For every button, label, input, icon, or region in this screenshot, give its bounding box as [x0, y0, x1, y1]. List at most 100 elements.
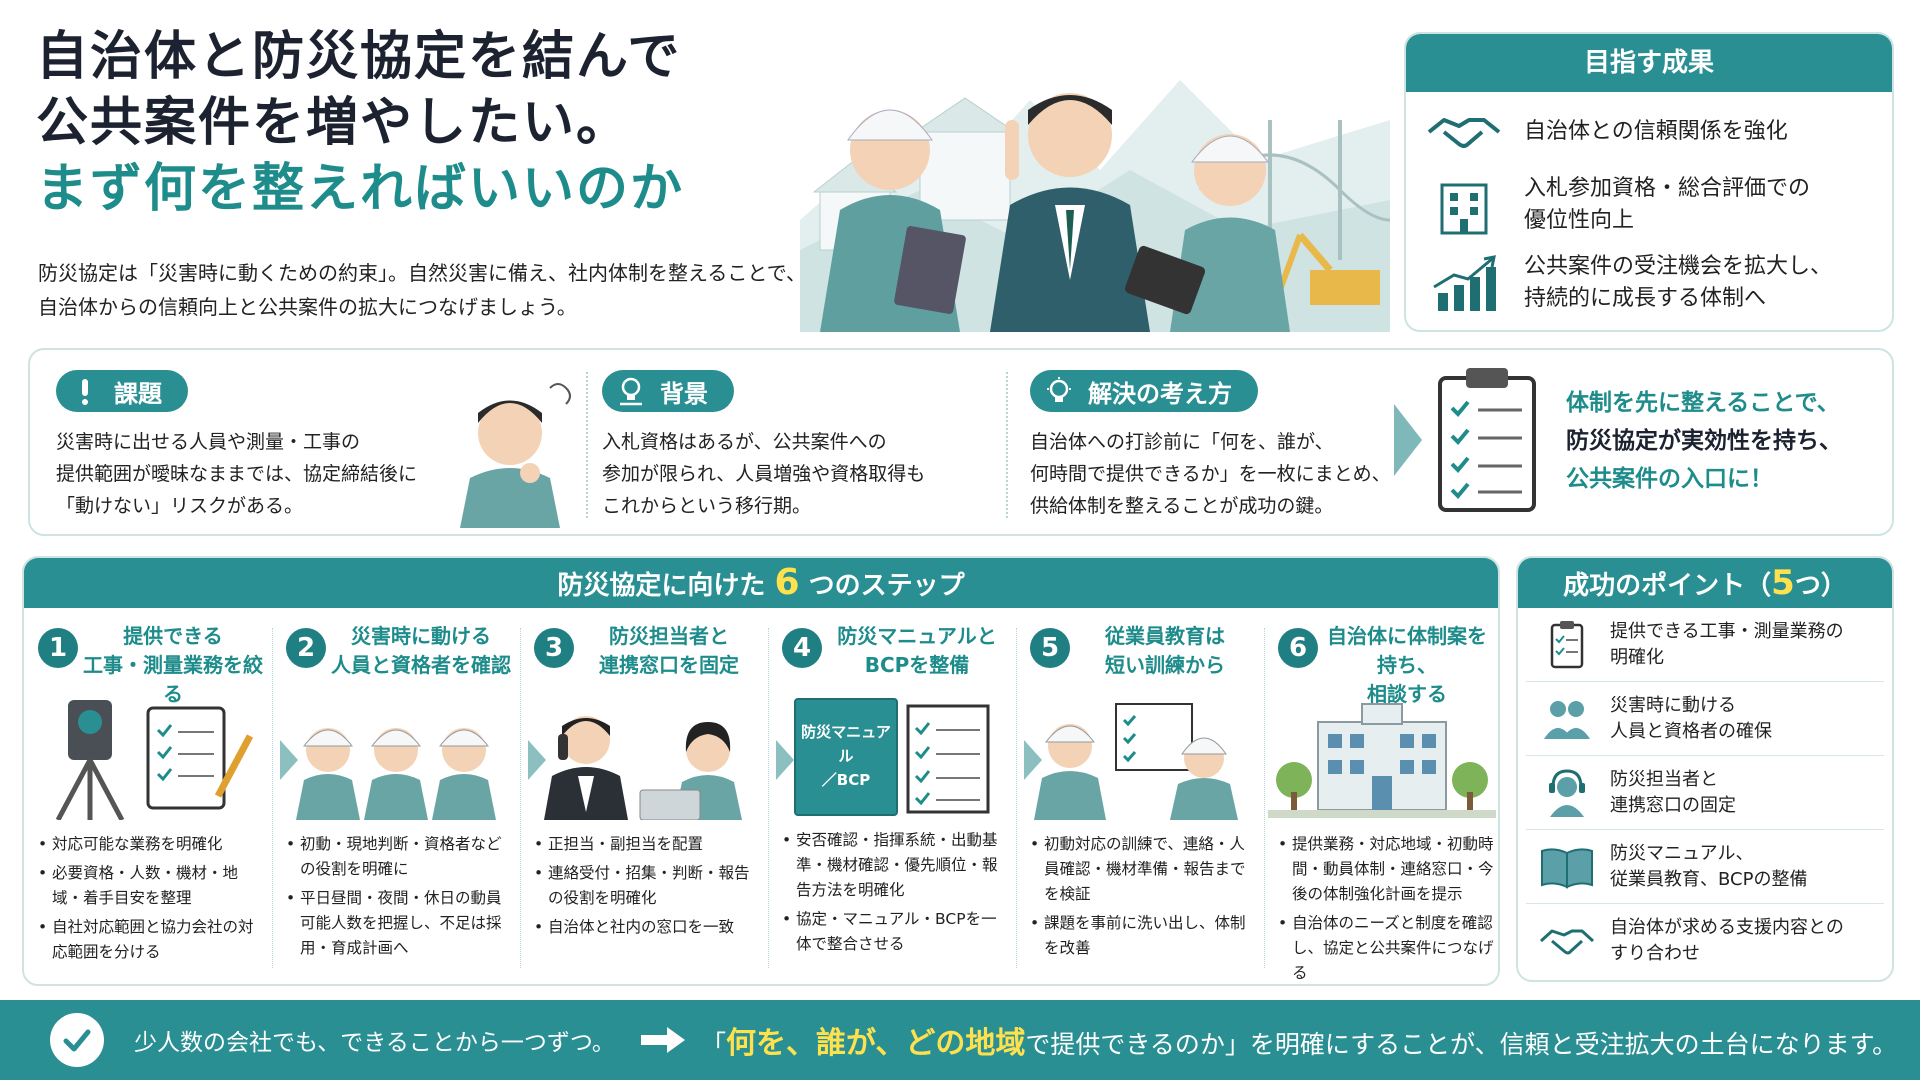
chevron-right-icon: [1024, 740, 1042, 780]
goal-text-1: 自治体との信頼関係を強化: [1524, 119, 1788, 144]
step-bullets: 正担当・副担当を配置連絡受付・招集・判断・報告の役割を明確化自治体と社内の窓口を…: [524, 832, 764, 940]
step-title: 提供できる工事・測量業務を絞る: [83, 624, 263, 706]
handshake-icon: [1427, 118, 1501, 148]
step-title: 防災担当者と連携窓口を固定: [599, 624, 739, 677]
step-1: 1 提供できる工事・測量業務を絞る 対応可能な業務を明確化必要資格・人数・機材・…: [28, 622, 268, 969]
people-icon: [1544, 700, 1590, 739]
point-item: 自治体が求める支援内容とのすり合わせ: [1526, 904, 1884, 978]
step-divider: [520, 628, 521, 968]
step-divider: [1264, 628, 1265, 968]
conclusion-line-2: 防災協定が実効性を持ち、: [1566, 428, 1842, 454]
point-text-2: 災害時に動ける人員と資格者の確保: [1610, 694, 1772, 742]
points-heading: 成功のポイント（5つ）: [1518, 558, 1892, 608]
step-bullets: 安否確認・指揮系統・出動基準・機材確認・優先順位・報告方法を明確化協定・マニュア…: [772, 828, 1012, 957]
footer-message: 「 何を、 誰が、 どの地域 で提供できるのか」 を明確にすることが、信頼と受注…: [700, 1026, 1898, 1061]
point-text-3: 防災担当者と連携窓口の固定: [1610, 768, 1736, 816]
issue-background: 背景 入札資格はあるが、公共案件への参加が限られ、人員増強や資格取得もこれからと…: [602, 370, 925, 522]
conclusion-line-3: 公共案件の入口に！: [1566, 466, 1773, 492]
clipboard-icon: [1550, 620, 1584, 668]
title-block: 自治体と防災協定を結んで 公共案件を増やしたい。 まず何を整えればいいのか: [36, 24, 796, 222]
problem-label: 課題: [114, 379, 162, 408]
step-number: 4: [782, 628, 822, 668]
goal-item: 入札参加資格・総合評価での優位性向上: [1406, 166, 1892, 244]
problem-text: 災害時に出せる人員や測量・工事の提供範囲が曖昧なままでは、協定締結後に「動けない…: [56, 431, 418, 517]
conclusion-line-1: 体制を先に整えることで、: [1566, 390, 1840, 416]
goal-item: 公共案件の受注機会を拡大し、持続的に成長する体制へ: [1406, 244, 1892, 322]
intro-text: 防災協定は「災害時に動くための約束」。自然災害に備え、社内体制を整えることで、 …: [38, 256, 828, 324]
step-divider: [272, 628, 273, 968]
background-tag: 背景: [602, 370, 734, 412]
point-text-1: 提供できる工事・測量業務の明確化: [1610, 620, 1844, 668]
building-icon: [1440, 183, 1488, 235]
lightbulb-icon: [1047, 377, 1071, 402]
step-6: 6 自治体に体制案を持ち、相談する 提供業務・対応地域・初動時間・動員体制・連絡…: [1268, 622, 1496, 984]
solution-text: 自治体への打診前に「何を、誰が、何時間で提供できるか」を一枚にまとめ、供給体制を…: [1030, 431, 1391, 517]
step-bullets: 対応可能な業務を明確化必要資格・人数・機材・地域・着手目安を整理自社対応範囲と協…: [28, 832, 268, 965]
chevron-right-icon: [528, 740, 546, 780]
problem-tag: 課題: [56, 370, 188, 412]
step-number: 6: [1278, 628, 1318, 668]
check-circle-icon: [50, 1013, 104, 1067]
intro-line-2: 自治体からの信頼向上と公共案件の拡大につなげましょう。: [38, 295, 577, 319]
step-number: 1: [38, 628, 78, 668]
chevron-right-icon: [1394, 404, 1422, 476]
goal-item: 自治体との信頼関係を強化: [1406, 98, 1892, 166]
step-divider: [1016, 628, 1017, 968]
conclusion-text: 体制を先に整えることで、 防災協定が実効性を持ち、 公共案件の入口に！: [1566, 384, 1842, 498]
solution-label: 解決の考え方: [1088, 379, 1232, 408]
goals-heading: 目指す成果: [1406, 34, 1892, 92]
solution-tag: 解決の考え方: [1030, 370, 1258, 412]
steps-heading: 防災協定に向けた 6 つのステップ: [24, 558, 1498, 608]
clipboard-icon: [1438, 368, 1536, 512]
city-hall-illustration: [1268, 703, 1496, 818]
hero-workers-illustration: [800, 80, 1390, 332]
step-title: 自治体に体制案を持ち、相談する: [1327, 624, 1487, 706]
issue-divider: [1006, 372, 1008, 518]
point-item: 提供できる工事・測量業務の明確化: [1526, 608, 1884, 682]
contact-persons-illustration: [544, 716, 742, 821]
step-bullets: 初動・現地判断・資格者などの役割を明確に平日昼間・夜間・休日の動員可能人数を把握…: [276, 832, 516, 961]
goals-panel: 目指す成果 自治体との信頼関係を強化 入札参加資格・総合評価での優位性向上 公共…: [1404, 32, 1894, 332]
point-item: 災害時に動ける人員と資格者の確保: [1526, 682, 1884, 756]
step-bullets: 初動対応の訓練で、連絡・人員確認・機材準備・報告までを検証課題を事前に洗い出し、…: [1020, 832, 1260, 961]
steps-panel: 防災協定に向けた 6 つのステップ 1 提供できる工事・測量業務を絞る 対応可能…: [22, 556, 1500, 986]
point-text-5: 自治体が求める支援内容とのすり合わせ: [1610, 917, 1844, 964]
point-item: 防災マニュアル、従業員教育、BCPの整備: [1526, 830, 1884, 904]
footer-lead-text: 少人数の会社でも、できることから一つずつ。: [134, 1030, 615, 1056]
exclamation-icon: [82, 379, 88, 405]
step-divider: [768, 628, 769, 968]
footer-banner: 少人数の会社でも、できることから一つずつ。 「 何を、 誰が、 どの地域 で提供…: [0, 1000, 1920, 1080]
training-illustration: [1034, 703, 1238, 820]
arrow-right-icon: [640, 1027, 685, 1053]
step-bullets: 提供業務・対応地域・初動時間・動員体制・連絡窓口・今後の体制強化計画を提示自治体…: [1268, 832, 1496, 984]
headset-icon: [1549, 768, 1585, 817]
issues-panel: 課題 災害時に出せる人員や測量・工事の提供範囲が曖昧なままでは、協定締結後に「動…: [28, 348, 1894, 536]
step-number: 5: [1030, 628, 1070, 668]
intro-line-1: 防災協定は「災害時に動くための約束」。自然災害に備え、社内体制を整えることで、: [38, 261, 806, 285]
handshake-icon: [1539, 929, 1595, 955]
issue-problem: 課題 災害時に出せる人員や測量・工事の提供範囲が曖昧なままでは、協定締結後に「動…: [56, 370, 417, 522]
page-title-line-1: 自治体と防災協定を結んで: [36, 27, 682, 87]
manual-cover-label: 防災マニュアル／BCP: [801, 723, 891, 789]
step-number: 3: [534, 628, 574, 668]
point-item: 防災担当者と連携窓口の固定: [1526, 756, 1884, 830]
checklist-icon: [906, 704, 990, 814]
manual-cover: 防災マニュアル／BCP: [794, 698, 898, 816]
workers-group-illustration: [296, 728, 496, 820]
book-icon: [1541, 847, 1593, 889]
thinking-worker-illustration: [460, 383, 571, 528]
point-text-4: 防災マニュアル、従業員教育、BCPの整備: [1610, 842, 1808, 890]
step-title: 災害時に動ける人員と資格者を確認: [331, 624, 511, 677]
growth-chart-icon: [1433, 255, 1496, 311]
points-panel: 成功のポイント（5つ） 提供できる工事・測量業務の明確化 災害時に動ける人員と資…: [1516, 556, 1894, 982]
page-title-line-3: まず何を整えればいいのか: [36, 159, 685, 219]
background-label: 背景: [660, 379, 708, 408]
issue-solution: 解決の考え方 自治体への打診前に「何を、誰が、何時間で提供できるか」を一枚にまと…: [1030, 370, 1391, 522]
step-title: 従業員教育は短い訓練から: [1105, 624, 1225, 677]
background-text: 入札資格はあるが、公共案件への参加が限られ、人員増強や資格取得もこれからという移…: [602, 431, 926, 517]
